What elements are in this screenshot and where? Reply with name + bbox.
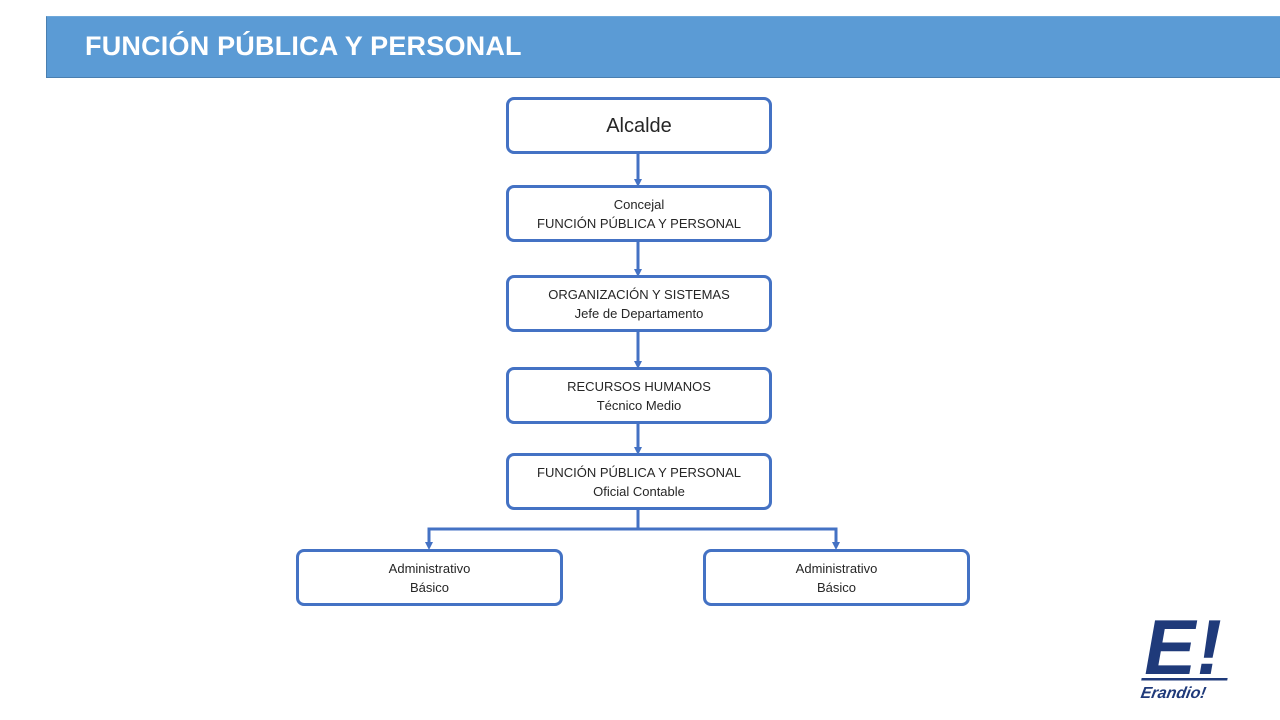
node-alcalde: Alcalde — [506, 97, 772, 154]
node-organizacion: ORGANIZACIÓN Y SISTEMAS Jefe de Departam… — [506, 275, 772, 332]
node-admin-right-line1: Administrativo — [795, 560, 878, 576]
node-admin-left-line2: Básico — [409, 579, 450, 595]
connector-funcion-branch-right — [638, 527, 840, 550]
erandio-logo: E! Erandio! — [1137, 608, 1230, 702]
node-admin-right-line2: Básico — [816, 579, 857, 595]
connector-funcion-branch — [425, 509, 640, 550]
node-organizacion-line2: Jefe de Departamento — [574, 305, 704, 321]
page-title: FUNCIÓN PÚBLICA Y PERSONAL — [85, 31, 522, 61]
logo-wordmark: Erandio! — [1139, 684, 1208, 702]
node-rrhh-line2: Técnico Medio — [596, 397, 682, 413]
node-admin-left-line1: Administrativo — [388, 560, 471, 576]
node-concejal-line1: Concejal — [613, 196, 665, 212]
node-rrhh-line1: RECURSOS HUMANOS — [567, 378, 711, 394]
node-organizacion-line1: ORGANIZACIÓN Y SISTEMAS — [548, 286, 730, 302]
node-admin-right: Administrativo Básico — [703, 549, 970, 606]
title-bar: FUNCIÓN PÚBLICA Y PERSONAL — [46, 16, 1280, 78]
node-admin-left: Administrativo Básico — [296, 549, 563, 606]
logo-mark: E! — [1137, 608, 1230, 691]
node-concejal: Concejal FUNCIÓN PÚBLICA Y PERSONAL — [506, 185, 772, 242]
node-funcion-line2: Oficial Contable — [593, 483, 685, 499]
node-alcalde-label: Alcalde — [606, 114, 672, 137]
node-rrhh: RECURSOS HUMANOS Técnico Medio — [506, 367, 772, 424]
node-funcion-line1: FUNCIÓN PÚBLICA Y PERSONAL — [537, 464, 741, 480]
node-concejal-line2: FUNCIÓN PÚBLICA Y PERSONAL — [537, 215, 741, 231]
node-funcion: FUNCIÓN PÚBLICA Y PERSONAL Oficial Conta… — [506, 453, 772, 510]
